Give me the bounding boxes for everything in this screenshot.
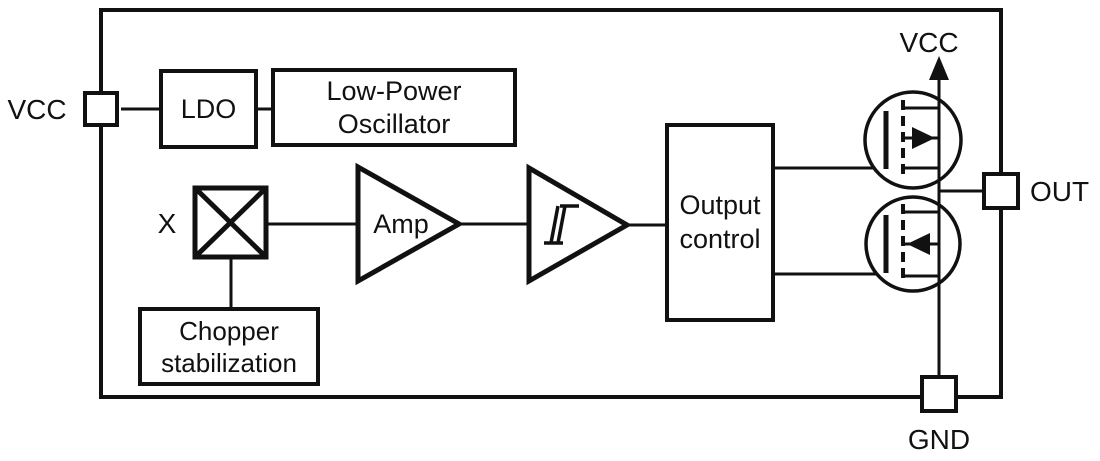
out-pin-label: OUT [1030, 176, 1090, 207]
mixer-multiplier-icon [192, 185, 269, 260]
vcc-top-pin-label: VCC [899, 27, 959, 58]
amp-triangle-icon [355, 162, 465, 286]
gnd-pin [920, 375, 958, 413]
low-fet-body-arrow [907, 233, 930, 255]
amp-label: Amp [373, 209, 429, 239]
oscillator-label-line2: Oscillator [337, 108, 451, 139]
oscillator-label-line1: Low-Power [326, 75, 462, 106]
oscillator-block-label: Low-Power Oscillator [271, 68, 517, 147]
output-control-block-outline [665, 123, 775, 322]
ldo-label-text: LDO [180, 93, 237, 124]
high-fet-body-arrow [912, 127, 935, 149]
output-control-label-line2: control [679, 224, 761, 254]
chopper-label-line1: Chopper [179, 315, 279, 346]
signal-wires [121, 107, 886, 309]
vcc-pin [83, 91, 119, 127]
chopper-block-label: Chopper stabilization [138, 307, 320, 386]
vcc-left-pin-label: VCC [7, 94, 67, 125]
ldo-block-label: LDO [159, 69, 258, 149]
vcc-arrow-up-icon [929, 56, 949, 80]
ldo-block-outline [159, 69, 258, 149]
schmitt-trigger-icon [526, 163, 633, 286]
chopper-label-line2: stabilization [161, 347, 297, 378]
mixer-box [192, 185, 269, 260]
hysteresis-icon [544, 204, 579, 245]
mixer-input-label: X [157, 208, 177, 239]
nmos-transistor-icon [864, 195, 962, 293]
output-control-block-label: Output control [665, 123, 775, 321]
gnd-pin-label: GND [907, 424, 971, 455]
chopper-block-outline [138, 307, 320, 386]
output-control-label-line1: Output [679, 190, 761, 220]
mixer-x-cross [193, 186, 268, 259]
out-pin [982, 172, 1020, 210]
pmos-transistor-icon [863, 90, 963, 190]
oscillator-block-outline [271, 68, 517, 147]
